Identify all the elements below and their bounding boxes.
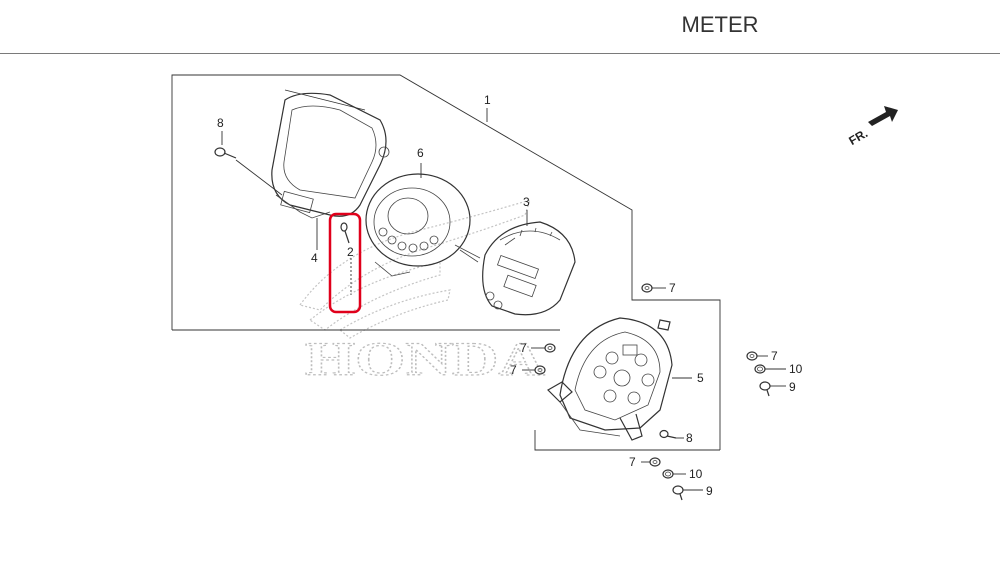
callout-1[interactable]: 1 xyxy=(484,93,491,107)
callout-4[interactable]: 4 xyxy=(311,251,318,265)
callout-7-b[interactable]: 7 xyxy=(520,341,527,355)
callout-9-a[interactable]: 9 xyxy=(789,380,796,394)
screw-part-8-upper xyxy=(214,131,237,159)
front-direction-label: FR. xyxy=(846,126,870,148)
callout-7-e[interactable]: 7 xyxy=(629,455,636,469)
meter-case-part-4 xyxy=(271,92,390,219)
callout-8-upper[interactable]: 8 xyxy=(217,116,224,130)
washer-part-10-a xyxy=(754,364,766,374)
callout-7-d[interactable]: 7 xyxy=(771,349,778,363)
grommet-part-7-b xyxy=(544,343,556,353)
highlight-box-part-2[interactable] xyxy=(328,212,362,314)
screw-part-8-lower xyxy=(659,429,677,439)
callout-8-lower[interactable]: 8 xyxy=(686,431,693,445)
leader-4-top xyxy=(284,89,366,111)
callout-9-b[interactable]: 9 xyxy=(706,484,713,498)
callout-6[interactable]: 6 xyxy=(417,146,424,160)
washer-part-10-b xyxy=(662,469,674,479)
bolt-part-9-a xyxy=(759,381,771,397)
callout-5[interactable]: 5 xyxy=(697,371,704,385)
leader-8-upper xyxy=(235,159,283,196)
meter-ring-part-6 xyxy=(365,173,481,277)
honda-wing-watermark xyxy=(298,199,531,339)
callout-7-c[interactable]: 7 xyxy=(510,363,517,377)
callout-10-a[interactable]: 10 xyxy=(789,362,803,376)
callout-3[interactable]: 3 xyxy=(523,195,530,209)
callout-10-b[interactable]: 10 xyxy=(689,467,703,481)
grommet-part-7-d xyxy=(746,351,758,361)
bolt-part-9-b xyxy=(672,485,684,501)
grommet-part-7-a xyxy=(641,283,653,293)
callout-2[interactable]: 2 xyxy=(347,245,354,259)
meter-housing-part-5 xyxy=(547,317,673,441)
gauge-panel-part-3 xyxy=(482,221,576,316)
lower-group-outline xyxy=(534,430,720,451)
assembly-outline-1 xyxy=(171,74,721,450)
honda-watermark-text: HONDA xyxy=(305,333,545,386)
grommet-part-7-e xyxy=(649,457,661,467)
bulb-part-2 xyxy=(340,222,350,244)
page-title: METER xyxy=(681,12,759,37)
title-divider xyxy=(0,53,1000,54)
front-direction-arrow-icon xyxy=(868,106,898,126)
callout-7-a[interactable]: 7 xyxy=(669,281,676,295)
